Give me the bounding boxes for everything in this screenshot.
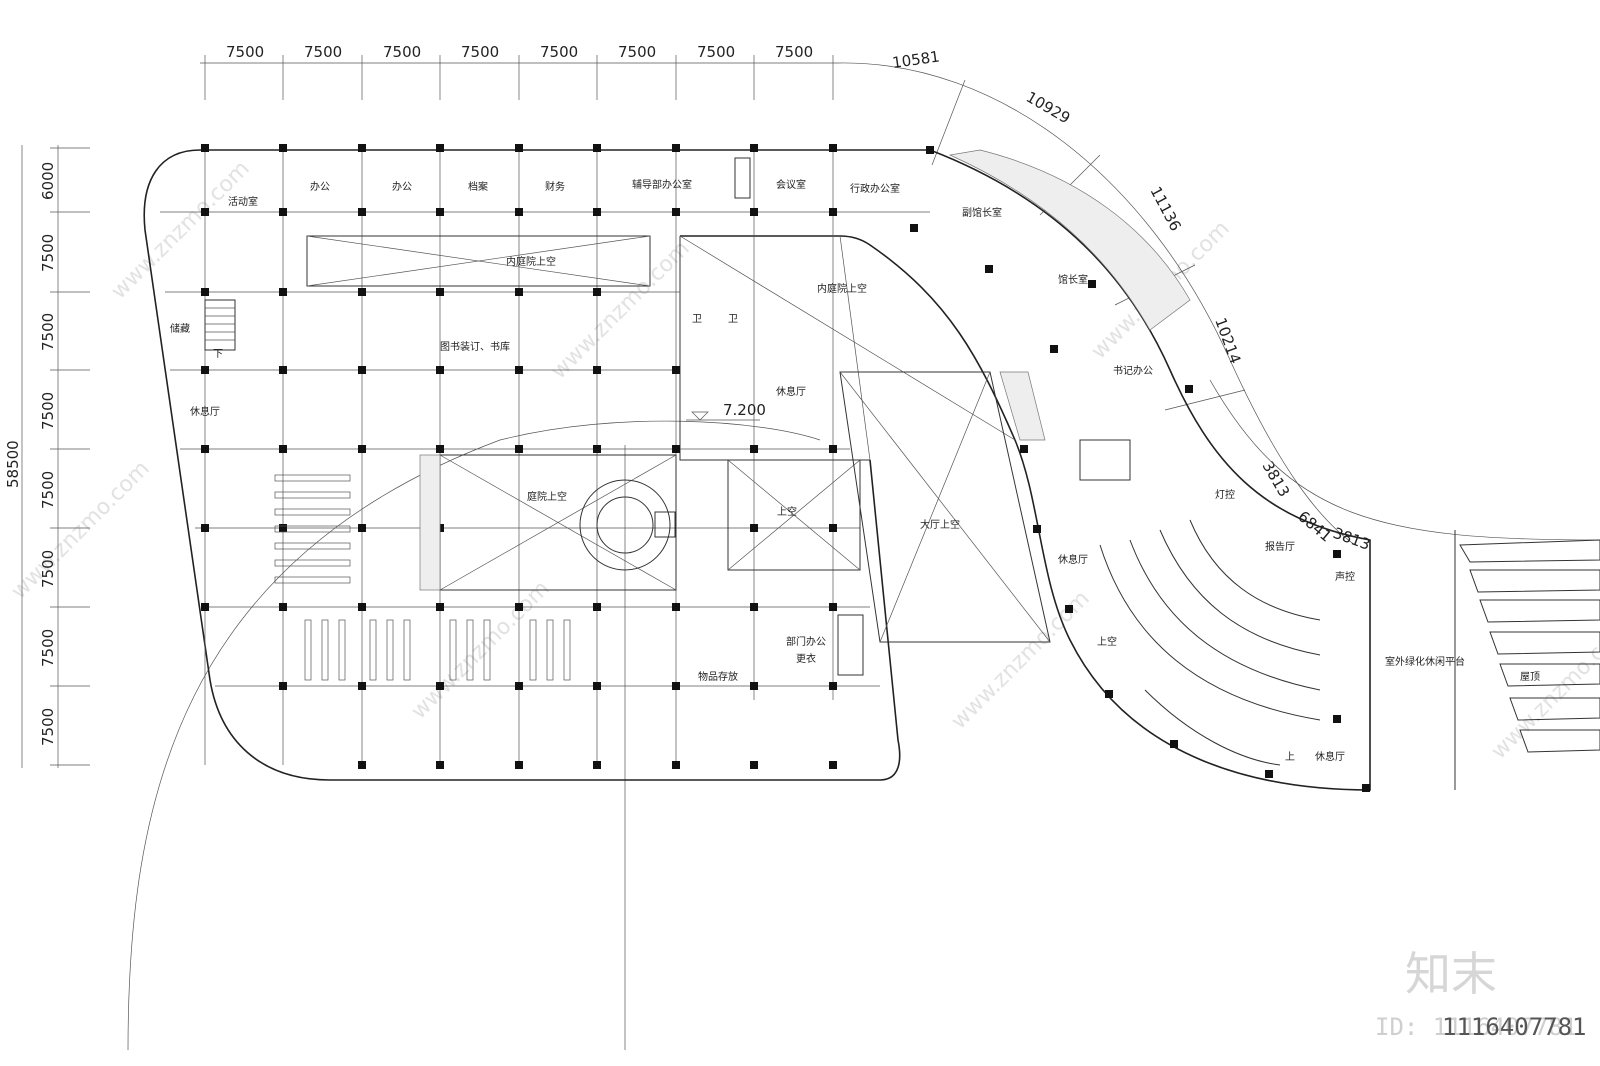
room-office-1: 办公: [310, 180, 330, 193]
room-lecture-hall: 报告厅: [1265, 540, 1295, 553]
top-dimension-chain: 7500 7500 7500 7500 7500 7500 7500 7500: [200, 43, 838, 100]
brand-watermark: 知末 ID: 1116407781 1116407781: [1375, 947, 1587, 1041]
dim-arc-5: 3813: [1259, 458, 1294, 500]
room-dept-office: 部门办公: [786, 635, 826, 648]
room-terrace: 室外绿化休闲平台: [1385, 655, 1465, 668]
stair-up-label: 上: [1285, 751, 1295, 763]
watermark-site: www.znzmo.com: [547, 236, 695, 384]
room-changing: 更衣: [796, 652, 816, 665]
room-roof: 屋顶: [1520, 671, 1540, 683]
room-inner-court-void-1: 内庭院上空: [506, 255, 556, 268]
watermark-site: www.znzmo.com: [1487, 616, 1600, 764]
room-labels: 活动室 办公 办公 档案 财务 辅导部办公室 会议室 行政办公室 副馆长室 馆长…: [170, 178, 1540, 763]
watermark-id-overlay: 1116407781: [1442, 1013, 1587, 1041]
lecture-hall-seating: [1099, 519, 1321, 766]
columns: [201, 144, 1370, 792]
room-item-storage: 物品存放: [698, 670, 738, 683]
dim-left-3: 7500: [39, 313, 57, 351]
room-lighting-ctrl: 灯控: [1215, 488, 1235, 501]
room-office-2: 办公: [392, 180, 412, 193]
arc-dimension-chain: 10581 10929 11136 10214 3813 6841 3813: [837, 47, 1373, 554]
room-toilet-a: 卫: [692, 314, 702, 325]
dim-arc-2: 10929: [1023, 88, 1073, 127]
elevation-mark: 7.200: [723, 401, 766, 419]
dim-left-7: 7500: [39, 629, 57, 667]
dim-left-6: 7500: [39, 550, 57, 588]
room-sound-ctrl: 声控: [1335, 570, 1355, 583]
dim-total-height: 58500: [4, 440, 22, 488]
dim-left-2: 7500: [39, 234, 57, 272]
stair-down-label: 下: [213, 349, 223, 360]
room-void-mid: 上空: [777, 505, 797, 518]
watermark-site: www.znzmo.com: [107, 156, 255, 304]
room-toilet-b: 卫: [728, 314, 738, 325]
room-archive: 档案: [468, 180, 488, 193]
left-dimension-chain: 6000 7500 7500 7500 7500 7500 7500 7500 …: [4, 145, 90, 768]
room-binding: 图书装订、书库: [440, 340, 510, 353]
room-inner-court-void-2: 内庭院上空: [817, 282, 867, 295]
planting-strips: [419, 149, 1191, 591]
void-areas: [306, 235, 1051, 643]
dim-top-5: 7500: [540, 43, 578, 61]
watermark-brand: 知末: [1405, 947, 1497, 1001]
room-storage: 储藏: [170, 322, 190, 335]
room-courtyard-void: 庭院上空: [527, 490, 567, 503]
dim-top-1: 7500: [226, 43, 264, 61]
dim-arc-6: 6841: [1294, 507, 1335, 545]
room-lounge-mid: 休息厅: [776, 385, 806, 398]
dim-top-6: 7500: [618, 43, 656, 61]
dim-left-5: 7500: [39, 471, 57, 509]
watermark-site: www.znzmo.com: [407, 576, 555, 724]
dim-left-8: 7500: [39, 708, 57, 746]
watermark-id: ID: 1116407781: [1375, 1013, 1577, 1041]
dim-top-4: 7500: [461, 43, 499, 61]
dim-top-7: 7500: [697, 43, 735, 61]
watermark-site: www.znzmo.com: [7, 456, 155, 604]
dim-top-8: 7500: [775, 43, 813, 61]
dim-arc-4: 10214: [1211, 315, 1244, 366]
room-finance: 财务: [545, 180, 565, 193]
bookshelves: [274, 474, 571, 681]
room-void-low: 上空: [1097, 635, 1117, 648]
room-admin-office: 行政办公室: [850, 182, 900, 195]
room-director: 馆长室: [1058, 273, 1088, 286]
stairs: [204, 157, 1131, 676]
room-tutor-office: 辅导部办公室: [632, 178, 692, 191]
room-lounge-right: 休息厅: [1058, 553, 1088, 566]
dim-top-2: 7500: [304, 43, 342, 61]
room-meeting: 会议室: [776, 178, 806, 191]
room-activity: 活动室: [228, 195, 258, 208]
site-lines: [127, 379, 1600, 1051]
dim-arc-1: 10581: [891, 47, 941, 71]
terrace-steps: [1454, 530, 1600, 790]
dim-left-4: 7500: [39, 392, 57, 430]
structural-grid: [160, 148, 930, 765]
dim-left-1: 6000: [39, 162, 57, 200]
room-secretary: 书记办公: [1113, 364, 1153, 377]
dim-arc-3: 11136: [1146, 183, 1184, 234]
room-hall-void: 大厅上空: [920, 518, 960, 531]
room-deputy-director: 副馆长室: [962, 206, 1002, 219]
room-lounge-left: 休息厅: [190, 405, 220, 418]
room-lounge-bottom: 休息厅: [1315, 750, 1345, 763]
dim-top-3: 7500: [383, 43, 421, 61]
